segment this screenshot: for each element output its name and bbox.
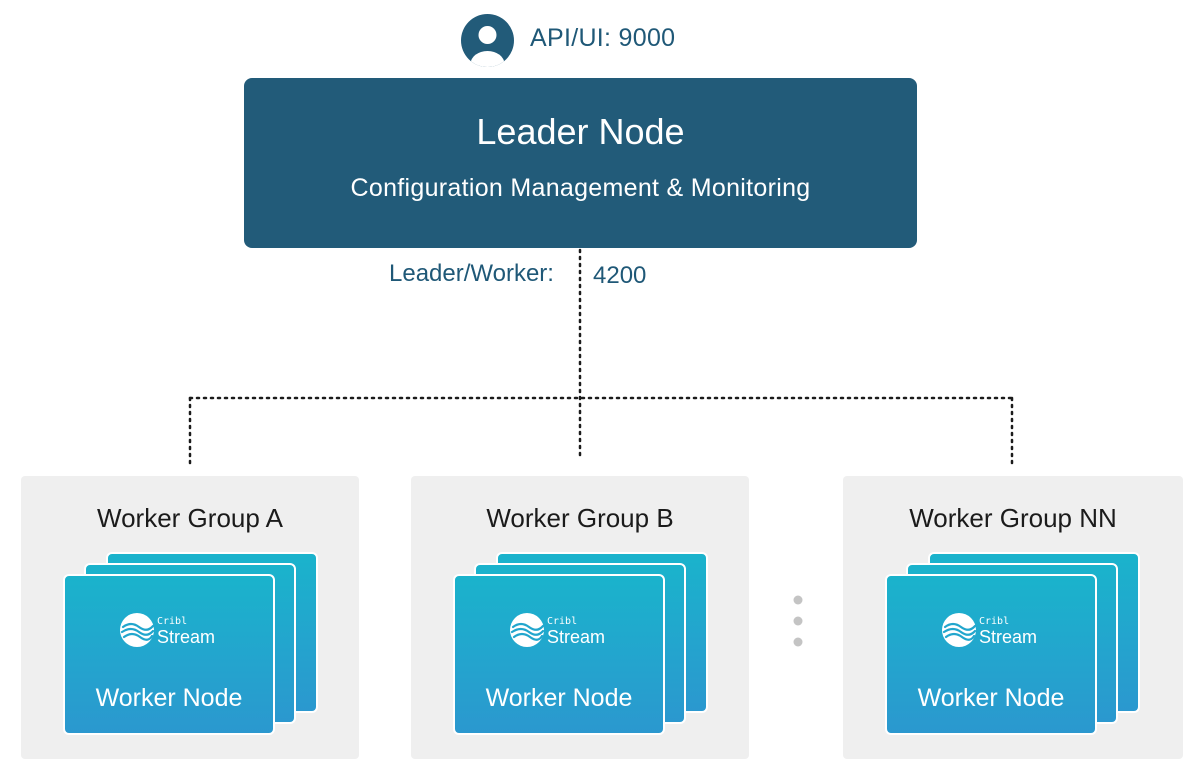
stream-logo-text: Stream [979, 627, 1038, 647]
stream-logo-text: Stream [157, 627, 216, 647]
worker-node-label: Worker Node [485, 684, 633, 712]
cribl-logo-text: Cribl [979, 616, 1010, 627]
worker-group-b: Worker Group B Cribl Stream Worker Node [411, 476, 749, 759]
cribl-logo-icon [120, 613, 155, 647]
cribl-logo-icon [510, 613, 545, 647]
worker-group-title: Worker Group B [486, 503, 674, 533]
vertical-ellipsis-icon [793, 595, 803, 647]
leader-node-subtitle: Configuration Management & Monitoring [350, 174, 811, 202]
stream-logo-text: Stream [547, 627, 606, 647]
worker-group-nn: Worker Group NN Cribl Stream Worker Node [843, 476, 1183, 759]
cribl-logo-icon [942, 613, 977, 647]
user-icon [461, 14, 514, 67]
worker-node-card: Cribl Stream Worker Node [453, 574, 665, 735]
worker-group-a: Worker Group A Cribl Stream Worker Node [21, 476, 359, 759]
worker-node-card: Cribl Stream Worker Node [885, 574, 1097, 735]
leader-worker-label: Leader/Worker: [389, 260, 554, 287]
worker-group-title: Worker Group A [97, 503, 283, 533]
cribl-logo-text: Cribl [547, 616, 578, 627]
api-port-label: API/UI: 9000 [530, 24, 676, 52]
worker-group-title: Worker Group NN [909, 503, 1117, 533]
leader-worker-port: 4200 [593, 262, 647, 289]
cribl-logo-text: Cribl [157, 616, 188, 627]
leader-node: Leader Node Configuration Management & M… [244, 78, 917, 248]
leader-node-title: Leader Node [476, 111, 685, 152]
worker-node-label: Worker Node [917, 684, 1065, 712]
worker-node-card: Cribl Stream Worker Node [63, 574, 275, 735]
worker-node-label: Worker Node [95, 684, 243, 712]
